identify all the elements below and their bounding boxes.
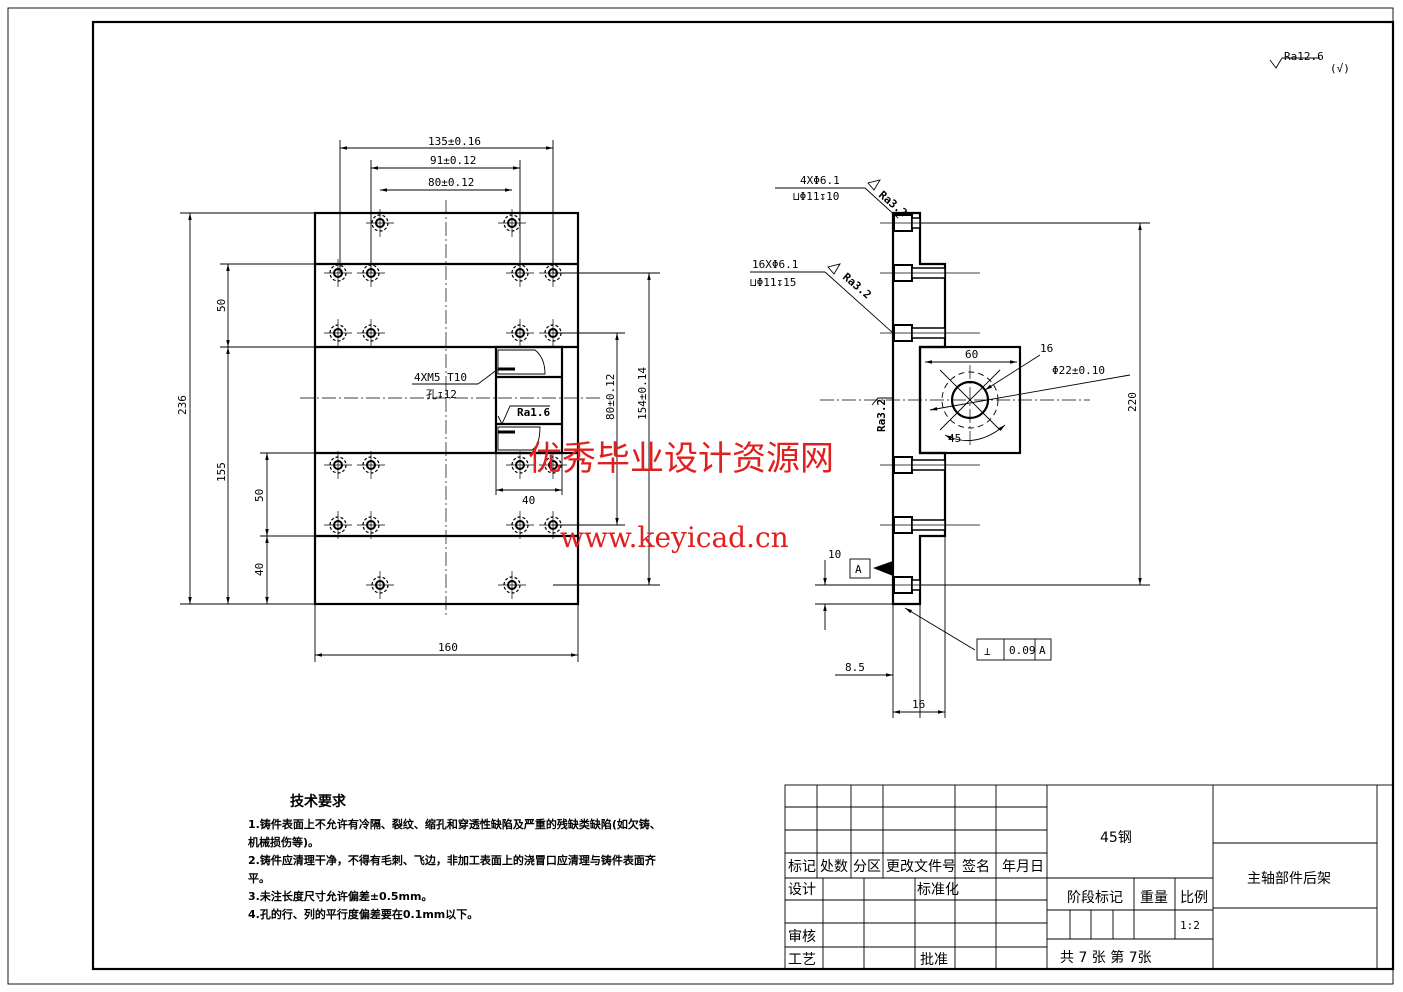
bolt-hole [324,511,352,539]
dim-236: 236 [176,395,189,415]
tolerance-value: 0.09 [1009,644,1036,657]
label-review: 审核 [788,929,816,945]
tech-req-line: 3.未注长度尺寸允许偏差±0.5mm。 [248,889,432,903]
dim-16-thickness: 16 [912,698,925,711]
tech-req-line: 4.孔的行、列的平行度偏差要在0.1mm以下。 [248,907,478,921]
tech-req-line: 平。 [248,872,270,885]
counterbore-note-15: ⊔Φ11↧15 [750,276,796,289]
dim-8-5: 8.5 [845,661,865,674]
sheet-count: 共 7 张 第 7张 [1060,949,1152,966]
general-roughness-note: (√) [1330,62,1350,75]
dim-155: 155 [215,462,228,482]
tech-req-line: 1.铸件表面上不允许有冷隔、裂纹、缩孔和穿透性缺陷及严重的残缺类缺陷(如欠铸、 [248,817,661,831]
label-scale: 比例 [1180,890,1208,906]
bolt-hole [357,319,385,347]
dim-60: 60 [965,348,978,361]
bolt-hole [506,451,534,479]
thread-depth-note: 孔↧12 [426,388,457,401]
dim-91: 91±0.12 [430,154,476,167]
bolt-hole [324,319,352,347]
dim-154: 154±0.14 [636,367,649,420]
label-design: 设计 [788,882,816,898]
thread-note: 4XM5 T10 [414,371,467,384]
perpendicularity-symbol: ⊥ [984,645,991,658]
bolt-hole [539,451,567,479]
dim-80-vertical: 80±0.12 [604,374,617,420]
label-approve: 批准 [920,952,948,968]
roughness-ra3-2-b: Ra3.2 [840,270,874,301]
dim-80: 80±0.12 [428,176,474,189]
material: 45钢 [1100,830,1132,846]
header-zone: 分区 [853,859,881,875]
header-change-doc: 更改文件号 [886,859,956,875]
tolerance-datum: A [1039,644,1046,657]
dim-diameter-22: Φ22±0.10 [1052,364,1105,377]
counterbore-hole-section [880,456,980,474]
technical-requirements: 技术要求 1.铸件表面上不允许有冷隔、裂纹、缩孔和穿透性缺陷及严重的残缺类缺陷(… [248,793,661,921]
front-view [300,200,600,615]
bolt-hole [506,319,534,347]
header-date: 年月日 [1002,859,1044,875]
angle-45: 45 [948,432,961,445]
tech-req-line: 2.铸件应清理干净，不得有毛刺、飞边，非加工表面上的浇冒口应清理与铸件表面齐 [248,853,657,867]
bolt-hole [324,451,352,479]
dim-40-vertical: 40 [253,563,266,576]
dim-40-horizontal: 40 [522,494,535,507]
part-name: 主轴部件后架 [1247,871,1331,887]
watermark-site-name: 优秀毕业设计资源网 [528,439,834,479]
roughness-ra3-2-c: Ra3.2 [875,399,888,432]
dim-50-upper: 50 [215,299,228,312]
bolt-hole [357,511,385,539]
bolt-hole [506,511,534,539]
label-stage-mark: 阶段标记 [1067,890,1123,906]
hole-note-16x: 16XΦ6.1 [752,258,798,271]
bolt-hole [357,451,385,479]
counterbore-hole-section [880,324,980,342]
title-block: 标记 处数 分区 更改文件号 签名 年月日 设计 标准化 审核 工艺 批准 45… [784,784,1394,970]
dim-220: 220 [1126,392,1139,412]
dim-10: 10 [828,548,841,561]
bolt-hole [498,571,526,599]
tech-req-title: 技术要求 [290,793,347,810]
datum-label: A [855,563,862,576]
bolt-hole [324,259,352,287]
dim-16-width: 16 [1040,342,1053,355]
roughness-ra1-6: Ra1.6 [517,406,550,419]
side-view [820,211,1090,606]
hole-note-4x: 4XΦ6.1 [800,174,840,187]
counterbore-hole-section [880,264,980,282]
header-count: 处数 [820,859,848,875]
watermark-url: www.keyicad.cn [560,521,789,554]
header-mark: 标记 [788,859,816,875]
dim-160: 160 [438,641,458,654]
bolt-hole [366,571,394,599]
outer-border [7,7,1394,985]
dim-135: 135±0.16 [428,135,481,148]
drawing-frame [91,20,1395,971]
counterbore-note-10: ⊔Φ11↧10 [793,190,839,203]
counterbore-hole-section [880,516,980,534]
header-signature: 签名 [962,858,990,875]
general-roughness: Ra12.6 (√) [1269,50,1350,75]
dim-50-lower: 50 [253,489,266,502]
label-weight: 重量 [1140,890,1168,906]
label-process: 工艺 [788,952,816,968]
tech-req-line: 机械损伤等)。 [248,835,319,849]
label-standardize: 标准化 [917,882,959,898]
scale-value: 1:2 [1180,919,1200,932]
front-view-dimensions: 135±0.16 91±0.12 80±0.12 236 50 155 50 4… [176,135,660,662]
general-roughness-value: Ra12.6 [1284,50,1324,63]
